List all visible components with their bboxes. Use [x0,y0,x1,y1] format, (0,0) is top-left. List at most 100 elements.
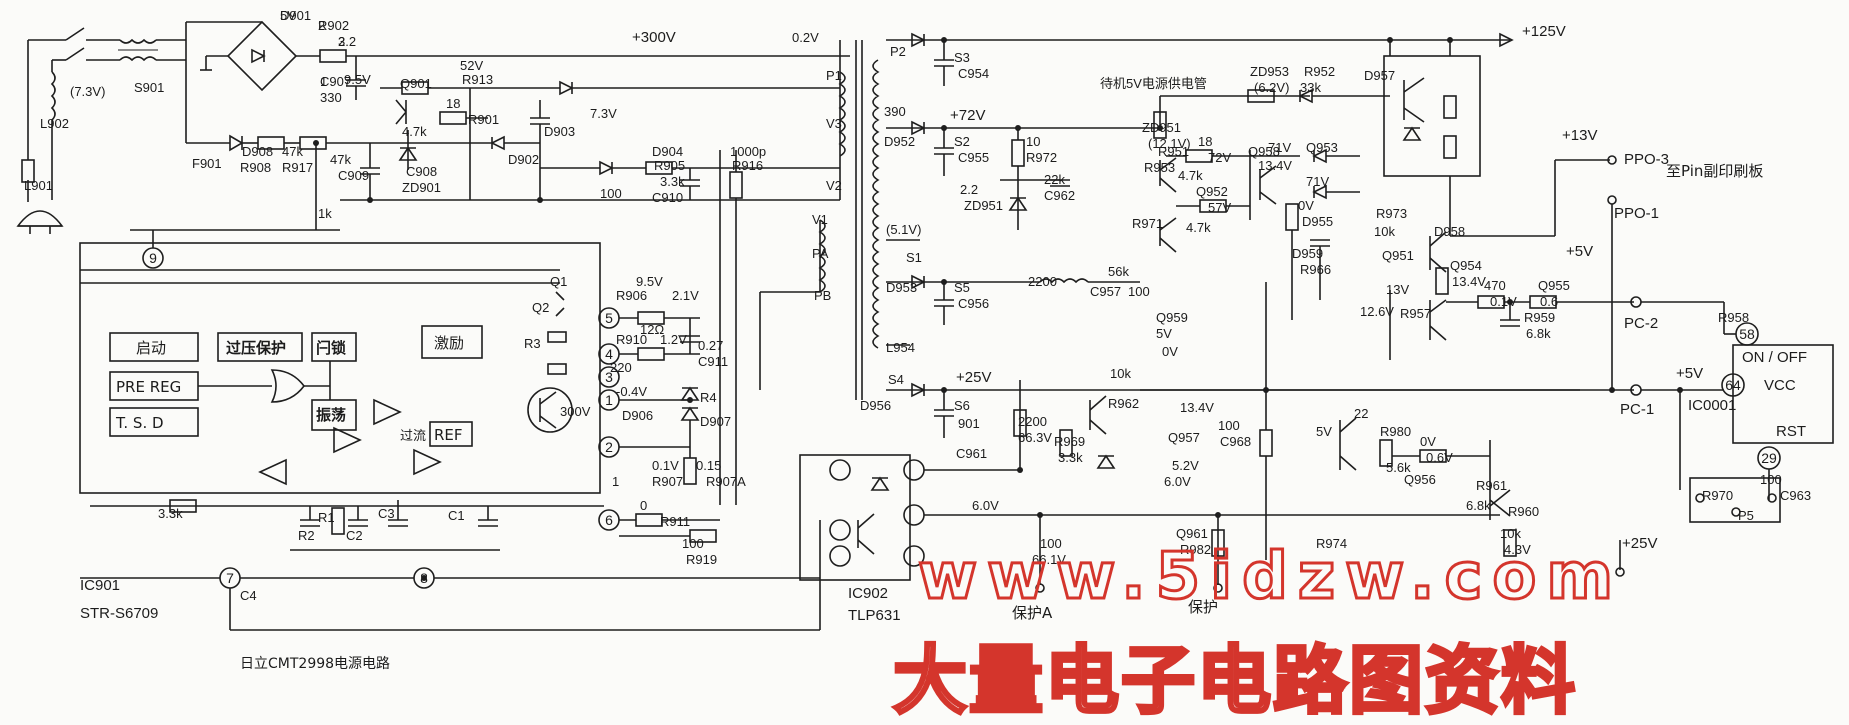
component-label: R959 [1524,310,1555,325]
component-label: R1 [318,510,335,525]
component-label: 0.1V [652,458,679,473]
component-label: Q961 [1176,526,1208,541]
component-label: R958 [1718,310,1749,325]
component-label: Q953 [1306,140,1338,155]
component-label: Q956 [1404,472,1436,487]
component-label: 5.2V [1172,458,1199,473]
component-label: ZD951 [964,198,1003,213]
component-label: D908 [242,144,273,159]
rail-72v: +72V [950,107,985,124]
component-label: P5 [1738,508,1754,523]
ic901-pin-2: 2 [605,439,613,455]
ic901-pin-9: 9 [149,250,157,266]
component-label: 10k [1374,224,1395,239]
main-transformer [759,40,880,400]
component-label: 22 [1354,406,1368,421]
watermark-text: 大量电子电路图资料 [893,638,1577,724]
component-label: R973 [1376,206,1407,221]
component-label: D907 [700,414,731,429]
watermark: www.5idzw.com 大量电子电路图资料 [891,539,1614,725]
component-label: 1 [320,74,327,89]
component-label: R2 [298,528,315,543]
component-label: D953 [886,280,917,295]
ic902-optocoupler [799,454,925,581]
connector-ppo3: PPO-3 [1624,151,1669,168]
component-label: 5V [1156,326,1172,341]
connector-pc2: PC-2 [1624,315,1658,332]
component-label: 100 [1128,284,1150,299]
component-label: 71V [1306,174,1329,189]
component-label: 390 [884,104,906,119]
component-label: C3 [378,506,395,521]
rail-13v: +13V [1562,127,1597,144]
component-label: 1000p [730,144,766,159]
rail-5v-b: +5V [1676,365,1703,382]
component-label: C962 [1044,188,1075,203]
component-label: C2 [346,528,363,543]
component-label: 300V [560,404,591,419]
component-label: 72V [1208,150,1231,165]
component-label: R962 [1108,396,1139,411]
ic902-model: TLP631 [848,607,901,624]
component-label: 100 [600,186,622,201]
component-label: C4 [240,588,257,603]
ic901-model: STR-S6709 [80,605,158,622]
component-label: (6.2V) [1254,80,1289,95]
component-label: L902 [40,116,69,131]
secondary-section [313,32,1834,593]
component-label: 330 [320,90,342,105]
component-label: R902 [318,18,349,33]
component-label: Q952 [1196,184,1228,199]
component-label: D901 [280,8,311,23]
rail-25v-b: +25V [1622,535,1657,552]
component-label: ZD901 [402,180,441,195]
labels: +300V +125V +72V +25V +13V +5V +5V +25V … [80,23,1807,672]
component-label: D952 [884,134,915,149]
component-label: R906 [616,288,647,303]
component-label: 3 [338,34,345,49]
rail-300v: +300V [632,29,676,46]
ic0001-pin-29: 29 [1761,450,1777,466]
protect-a-label: 保护A [1012,604,1053,622]
to-pin-board: 至Pin副印刷板 [1666,162,1763,180]
component-label: R4 [700,390,717,405]
component-label: ZD953 [1250,64,1289,79]
component-label: L901 [24,178,53,193]
component-label: 100 [1040,536,1062,551]
component-label: (7.3V) [70,84,105,99]
component-label: 7.3V [590,106,617,121]
component-label: 13.4V [1452,274,1486,289]
component-label: R957 [1400,306,1431,321]
component-label: C968 [1220,434,1251,449]
component-label: S4 [888,372,904,387]
component-label: (12.1V) [1148,136,1191,151]
rail-25v: +25V [956,369,991,386]
component-label: R960 [1508,504,1539,519]
component-label: 1 [612,474,619,489]
component-label: D903 [544,124,575,139]
component-label: 0.6V [1426,450,1453,465]
component-label: R3 [524,336,541,351]
component-label: C954 [958,66,989,81]
component-label: R913 [462,72,493,87]
component-label: Q959 [1156,310,1188,325]
block-osc: 振荡 [316,406,346,424]
component-label: R961 [1476,478,1507,493]
component-label: 220 [610,360,632,375]
component-label: R905 [654,158,685,173]
component-label: C955 [958,150,989,165]
component-label: 2.2 [960,182,978,197]
component-label: D904 [652,144,683,159]
component-label: C1 [448,508,465,523]
protect-label: 保护 [1188,598,1218,616]
ic0001-onoff: ON / OFF [1742,349,1807,366]
component-label: 100 [1218,418,1240,433]
component-label: 9.5V [344,72,371,87]
component-label: 9.5V [636,274,663,289]
component-label: Q951 [1382,248,1414,263]
component-label: 10 [1026,134,1040,149]
component-label: 4.3V [1504,542,1531,557]
component-label: R970 [1702,488,1733,503]
component-label: Q957 [1168,430,1200,445]
component-label: 4.7k [402,124,427,139]
